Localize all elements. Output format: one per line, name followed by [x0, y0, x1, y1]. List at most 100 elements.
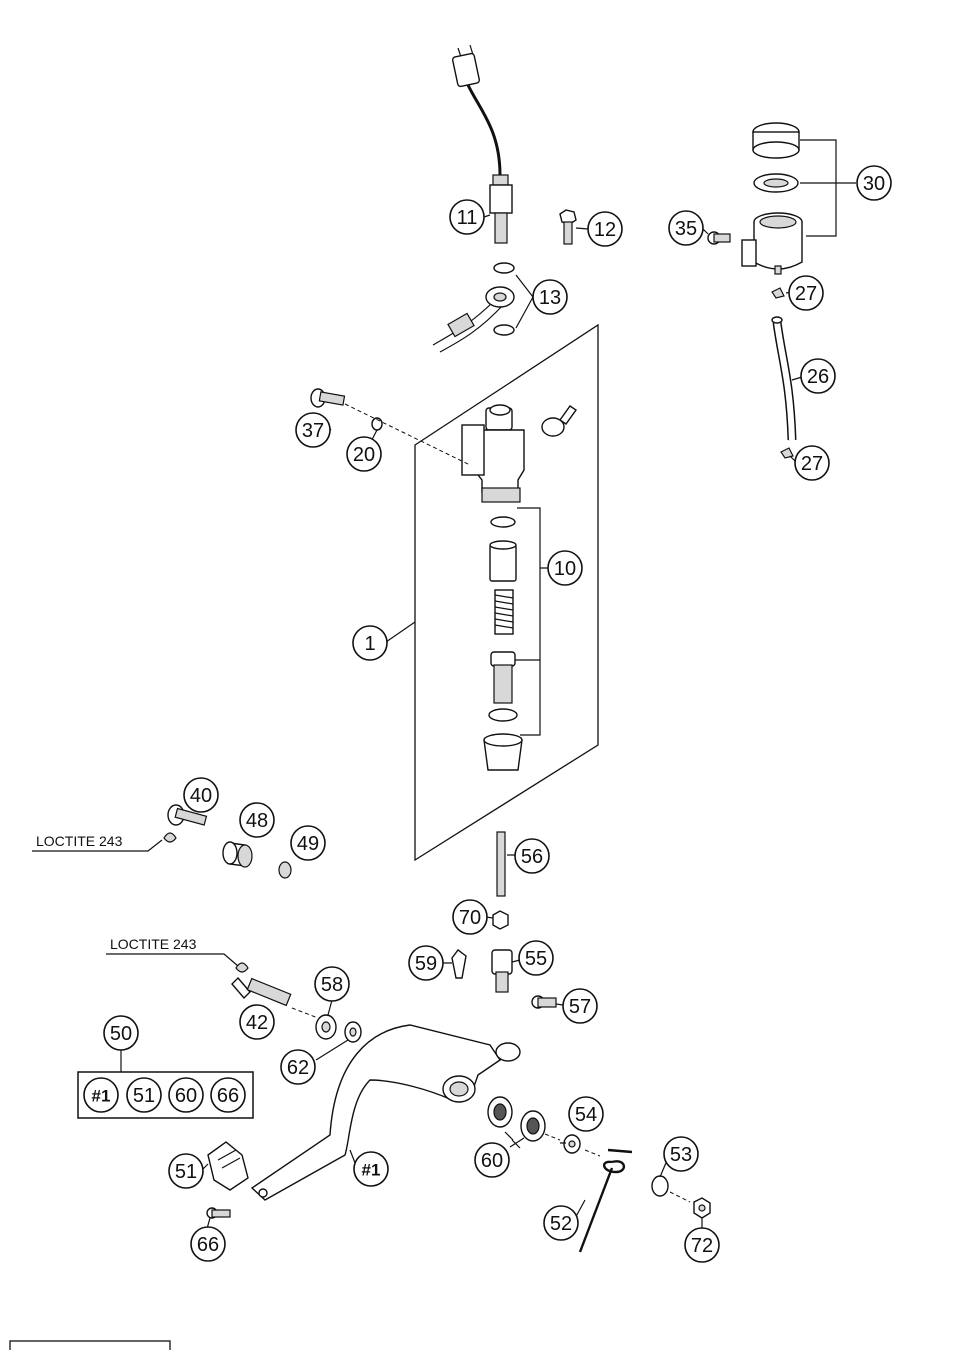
- callout-20: 20: [346, 436, 382, 472]
- svg-text:27: 27: [801, 453, 823, 475]
- svg-text:55: 55: [525, 948, 547, 970]
- callout-56: 56: [514, 838, 550, 874]
- svg-text:11: 11: [457, 207, 478, 229]
- cylinder-assembly-frame: [414, 323, 599, 862]
- svg-text:27: 27: [795, 283, 817, 305]
- return-spring: [494, 589, 514, 635]
- spacer-bushing: [222, 841, 253, 868]
- callout-70: 70: [452, 899, 488, 935]
- pedal-bearings: [487, 1096, 546, 1142]
- kit-item-3: 60: [168, 1077, 204, 1113]
- lock-washer: [278, 861, 292, 879]
- svg-text:49: 49: [297, 833, 319, 855]
- svg-text:#1: #1: [92, 1087, 111, 1106]
- bearing-leader: [504, 1131, 525, 1148]
- cylinder-leader: [385, 621, 416, 643]
- callout-60: 60: [474, 1142, 510, 1178]
- loctite-label-lower: LOCTITE 243: [110, 936, 197, 952]
- svg-text:53: 53: [670, 1144, 692, 1166]
- clevis: [491, 949, 513, 993]
- callout-12: 12: [587, 211, 623, 247]
- svg-text:13: 13: [539, 287, 561, 309]
- kit-item-2: 51: [126, 1077, 162, 1113]
- hose-clamp-upper: [771, 287, 785, 299]
- loctite-leader-upper: [32, 839, 163, 852]
- callout-48: 48: [239, 802, 275, 838]
- hose-fitting-elbow: [541, 405, 577, 437]
- spring-washer: [651, 1175, 669, 1197]
- master-cylinder-body: [461, 404, 525, 503]
- callout-42: 42: [239, 1004, 275, 1040]
- pivot-axis-line: [291, 1007, 319, 1019]
- mounting-bolt: [310, 388, 346, 408]
- callout-55: 55: [518, 940, 554, 976]
- svg-text:48: 48: [246, 810, 268, 832]
- callout-13: 13: [532, 279, 568, 315]
- pivot-bushing: [344, 1021, 362, 1043]
- svg-text:60: 60: [175, 1085, 197, 1107]
- push-rod-nut: [492, 910, 509, 930]
- callout-10: 10: [547, 550, 583, 586]
- pedal-pivot-bolt: [231, 976, 292, 1007]
- svg-text:66: 66: [217, 1085, 239, 1107]
- pivot-washer: [315, 1014, 337, 1040]
- svg-text:72: 72: [691, 1235, 713, 1257]
- callout-62: 62: [280, 1049, 316, 1085]
- reservoir-screw: [707, 231, 731, 245]
- callout-11: 11: [449, 199, 485, 235]
- callout-66: 66: [190, 1226, 226, 1262]
- footer-code-box: [9, 1340, 171, 1350]
- loctite-drop-upper: [163, 832, 177, 843]
- svg-text:56: 56: [521, 846, 543, 868]
- svg-text:30: 30: [863, 173, 885, 195]
- banjo-bolt: [559, 209, 577, 245]
- callout-59: 59: [408, 945, 444, 981]
- upper-pivot-bolt: [167, 804, 208, 826]
- pedal-tip: [207, 1141, 249, 1191]
- callout-53: 53: [663, 1136, 699, 1172]
- svg-text:35: 35: [675, 218, 697, 240]
- pedal-return-spring: [578, 1148, 633, 1253]
- svg-text:66: 66: [197, 1234, 219, 1256]
- svg-text:1: 1: [364, 633, 375, 655]
- loctite-drop-lower: [235, 962, 249, 973]
- loctite-label-upper: LOCTITE 243: [36, 833, 123, 849]
- brake-pedal: [250, 1024, 521, 1201]
- callout-30: 30: [856, 165, 892, 201]
- callout-52: 52: [543, 1205, 579, 1241]
- svg-text:50: 50: [110, 1023, 132, 1045]
- clevis-pin: [531, 995, 557, 1009]
- pedal-nut: [693, 1197, 711, 1219]
- fluid-reservoir: [741, 122, 803, 275]
- hose-clamp-lower: [780, 447, 794, 459]
- callout-35: 35: [668, 210, 704, 246]
- svg-text:40: 40: [190, 785, 212, 807]
- callout-54: 54: [568, 1096, 604, 1132]
- callout-leaders: [201, 214, 803, 1244]
- svg-text:62: 62: [287, 1057, 309, 1079]
- svg-text:58: 58: [321, 974, 343, 996]
- pedal-axis-line: [544, 1133, 691, 1203]
- callout-51: 51: [168, 1153, 204, 1189]
- svg-text:#1: #1: [362, 1161, 381, 1180]
- bearing-washer: [563, 1134, 581, 1154]
- svg-text:37: 37: [302, 420, 324, 442]
- callout-27-upper: 27: [788, 275, 824, 311]
- brake-light-switch: [451, 44, 513, 244]
- svg-text:51: 51: [133, 1085, 155, 1107]
- sealing-washers: [493, 262, 515, 336]
- kit-item-1: #1: [83, 1077, 119, 1113]
- svg-text:54: 54: [575, 1104, 597, 1126]
- pedal-tip-screw: [206, 1207, 231, 1219]
- push-rod-stud: [496, 831, 506, 897]
- svg-text:51: 51: [175, 1161, 197, 1183]
- svg-text:26: 26: [807, 366, 829, 388]
- reservoir-hose: [771, 316, 797, 441]
- callout-pedal: #1: [353, 1151, 389, 1187]
- brake-hose-end: [432, 286, 515, 353]
- bolt-axis-line: [344, 403, 471, 466]
- callout-50: 50: [103, 1015, 139, 1051]
- spring-clip: [451, 949, 467, 979]
- callout-72: 72: [684, 1227, 720, 1263]
